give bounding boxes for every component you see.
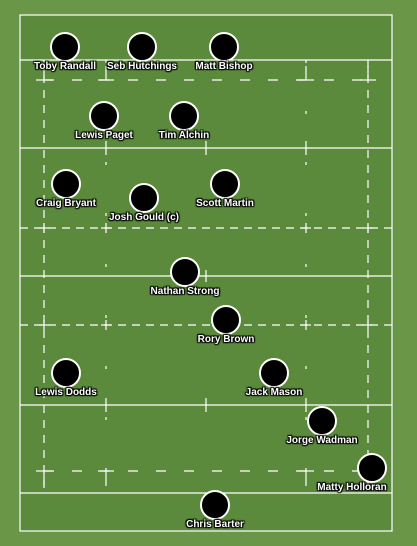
player-marker — [50, 32, 80, 62]
touch-marks-top — [36, 66, 376, 81]
player-name: Jack Mason — [245, 387, 303, 398]
pitch-lines — [19, 14, 393, 532]
player-name: Craig Bryant — [35, 198, 96, 209]
player-marker — [307, 406, 337, 436]
player-name: Jorge Wadman — [286, 435, 358, 446]
player-marker — [127, 32, 157, 62]
player-name: Toby Randall — [33, 61, 97, 72]
player-marker — [169, 101, 199, 131]
player-marker — [51, 169, 81, 199]
player-name: Matty Holloran — [317, 482, 387, 493]
player-name: Matt Bishop — [195, 61, 253, 72]
player-name: Tim Alchin — [158, 130, 210, 141]
player-name: Josh Gould (c) — [109, 212, 179, 223]
player-marker — [51, 358, 81, 388]
player-marker — [259, 358, 289, 388]
player-marker — [211, 305, 241, 335]
player-marker — [170, 257, 200, 287]
player-name: Nathan Strong — [150, 286, 220, 297]
player-marker — [200, 490, 230, 520]
player-marker — [129, 183, 159, 213]
cross-ticks — [39, 141, 373, 412]
player-name: Lewis Paget — [75, 130, 133, 141]
player-name: Rory Brown — [197, 334, 255, 345]
player-marker — [210, 169, 240, 199]
pitch-boundary — [19, 14, 393, 532]
player-name: Lewis Dodds — [35, 387, 97, 398]
player-name: Seb Hutchings — [106, 61, 177, 72]
player-marker — [209, 32, 239, 62]
player-name: Chris Barter — [186, 519, 244, 530]
player-marker — [357, 453, 387, 483]
player-marker — [89, 101, 119, 131]
player-name: Scott Martin — [196, 198, 254, 209]
